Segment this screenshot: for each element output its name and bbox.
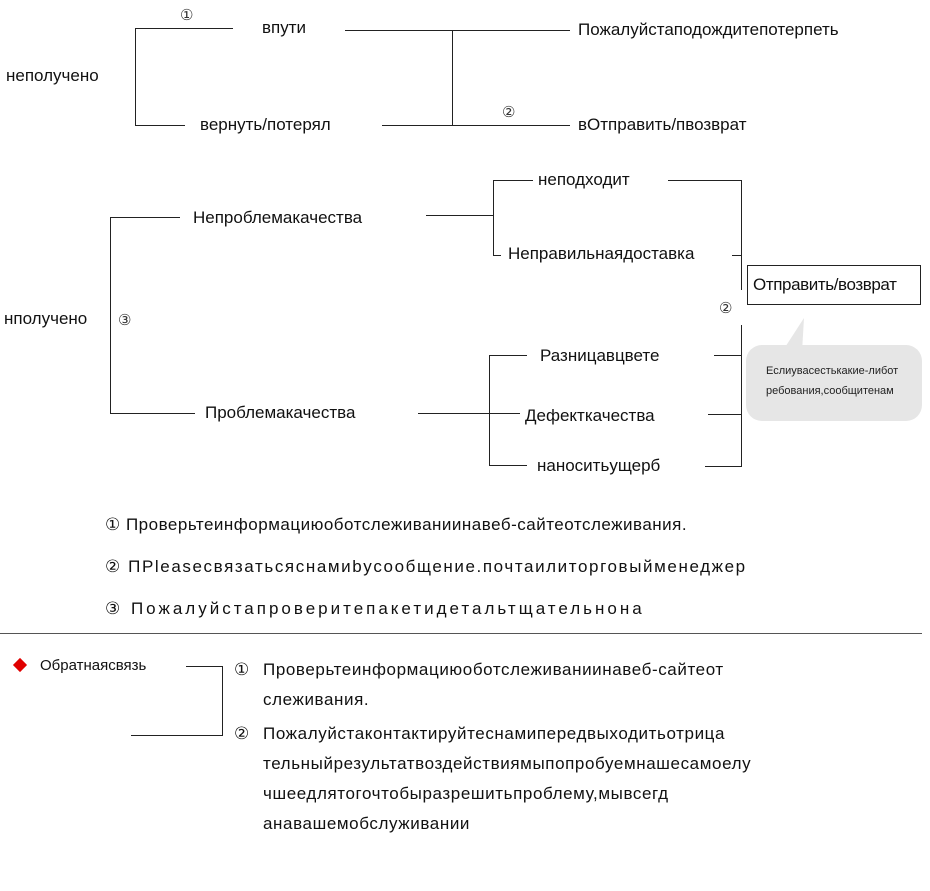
- marker-2-b: ②: [719, 300, 733, 317]
- connector: [668, 180, 741, 181]
- marker-3: ③: [118, 312, 132, 329]
- damage: наноситьущерб: [537, 456, 661, 475]
- connector: [426, 215, 493, 216]
- quality-defect: Дефекткачества: [525, 406, 655, 425]
- color-difference: Разницавцвете: [540, 346, 660, 365]
- connector: [135, 125, 185, 126]
- note-2: ② ПPleaseсвязатьсяснамиbуcообщение.почта…: [105, 557, 747, 576]
- connector: [110, 413, 195, 414]
- feedback-1-marker: ①: [234, 660, 250, 679]
- connector: [741, 325, 742, 467]
- diamond-icon: [12, 657, 28, 673]
- connector: [489, 355, 527, 356]
- connector: [382, 125, 570, 126]
- connector: [135, 28, 136, 126]
- connector: [708, 414, 741, 415]
- not-fit: неподходит: [538, 170, 630, 189]
- wrong-delivery: Неправильнаядоставка: [508, 244, 695, 263]
- marker-1: ①: [180, 7, 194, 24]
- feedback-2-line-1: Пожалуйстаконтактируйтеснамипередвыходит…: [263, 724, 726, 743]
- bubble-tail: [782, 318, 804, 352]
- feedback-1-line-2: слеживания.: [263, 690, 370, 709]
- note-1: ① Проверьтеинформациюоботслеживаниинавеб…: [105, 515, 688, 534]
- root-not-received: неполучено: [6, 66, 99, 85]
- feedback-2-marker: ②: [234, 724, 250, 743]
- result-box: Отправить/возврат: [747, 265, 921, 305]
- connector: [714, 355, 741, 356]
- connector: [418, 413, 520, 414]
- note-3: ③ Пожалуйстапроверитепакетидетальтщатель…: [105, 599, 645, 618]
- branch-in-transit: впути: [262, 18, 307, 37]
- marker-2: ②: [502, 104, 516, 121]
- result-send-return-2: Отправить/возврат: [753, 275, 897, 294]
- connector: [732, 255, 741, 256]
- connector: [222, 666, 223, 736]
- connector: [493, 255, 501, 256]
- connector: [135, 28, 233, 29]
- connector: [110, 217, 180, 218]
- result-please-wait: Пожалуйстаподождитепотерпеть: [578, 20, 839, 39]
- result-send-return: вОтправить/пвозврат: [578, 115, 747, 134]
- connector: [452, 30, 453, 125]
- root-not-received-2: нполучено: [4, 309, 88, 328]
- connector: [489, 355, 490, 465]
- connector: [131, 735, 222, 736]
- feedback-2-line-2: тельныйрезультатвоздействиямыпопробуемна…: [263, 754, 752, 773]
- connector: [493, 180, 533, 181]
- connector: [489, 465, 527, 466]
- feedback-2-line-3: чшеедлятогочтобыразрешитьпроблему,мывсег…: [263, 784, 669, 803]
- connector: [345, 30, 570, 31]
- bubble-line-1: Еслиувасестькакие-либот: [766, 365, 899, 377]
- connector: [741, 180, 742, 290]
- feedback-label: Обратнаясвязь: [40, 657, 147, 674]
- connector: [186, 666, 222, 667]
- branch-returned-lost: вернуть/потерял: [200, 115, 331, 134]
- divider: [0, 633, 922, 634]
- feedback-2-line-4: анавашемобслуживании: [263, 814, 471, 833]
- branch-quality: Проблемакачества: [205, 403, 356, 422]
- connector: [705, 466, 741, 467]
- connector: [110, 217, 111, 413]
- branch-not-quality: Непроблемакачества: [193, 208, 363, 227]
- connector: [493, 180, 494, 255]
- feedback-1-line-1: Проверьтеинформациюоботслеживаниинавеб-с…: [263, 660, 724, 679]
- speech-bubble: Еслиувасестькакие-либот ребования,сообщи…: [746, 345, 922, 421]
- bubble-line-2: ребования,сообщитенам: [766, 385, 894, 397]
